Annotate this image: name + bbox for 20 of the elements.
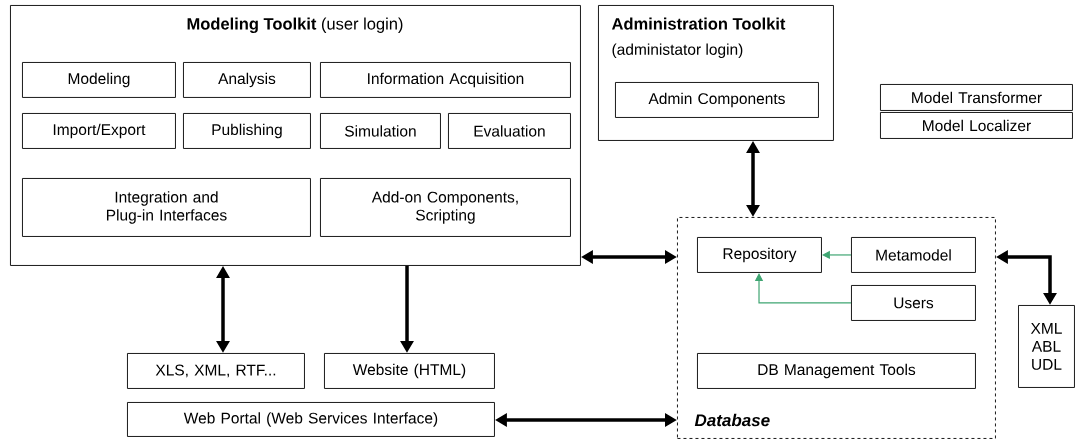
component-box: Users bbox=[851, 285, 976, 321]
component-box: Evaluation bbox=[448, 113, 571, 149]
component-box: Website (HTML) bbox=[324, 353, 495, 389]
component-box: Modeling bbox=[22, 62, 176, 98]
component-box: Information Acquisition bbox=[320, 62, 571, 98]
component-box: Import/Export bbox=[22, 113, 176, 149]
component-box: Integration and Plug-in Interfaces bbox=[22, 178, 311, 237]
component-box: Web Portal (Web Services Interface) bbox=[127, 402, 495, 437]
format-box: XML ABL UDL bbox=[1018, 305, 1075, 388]
component-box: Model Localizer bbox=[880, 112, 1073, 139]
component-box: XLS, XML, RTF... bbox=[127, 353, 305, 389]
component-box: Add-on Components, Scripting bbox=[320, 178, 571, 237]
component-box: Model Transformer bbox=[880, 84, 1073, 111]
component-box: Analysis bbox=[183, 62, 311, 98]
component-box: Publishing bbox=[183, 113, 311, 149]
component-box: Metamodel bbox=[851, 237, 976, 273]
component-box: Simulation bbox=[320, 113, 441, 149]
component-box: Repository bbox=[697, 237, 822, 273]
component-box: Admin Components bbox=[615, 82, 819, 118]
component-box: DB Management Tools bbox=[697, 353, 976, 389]
